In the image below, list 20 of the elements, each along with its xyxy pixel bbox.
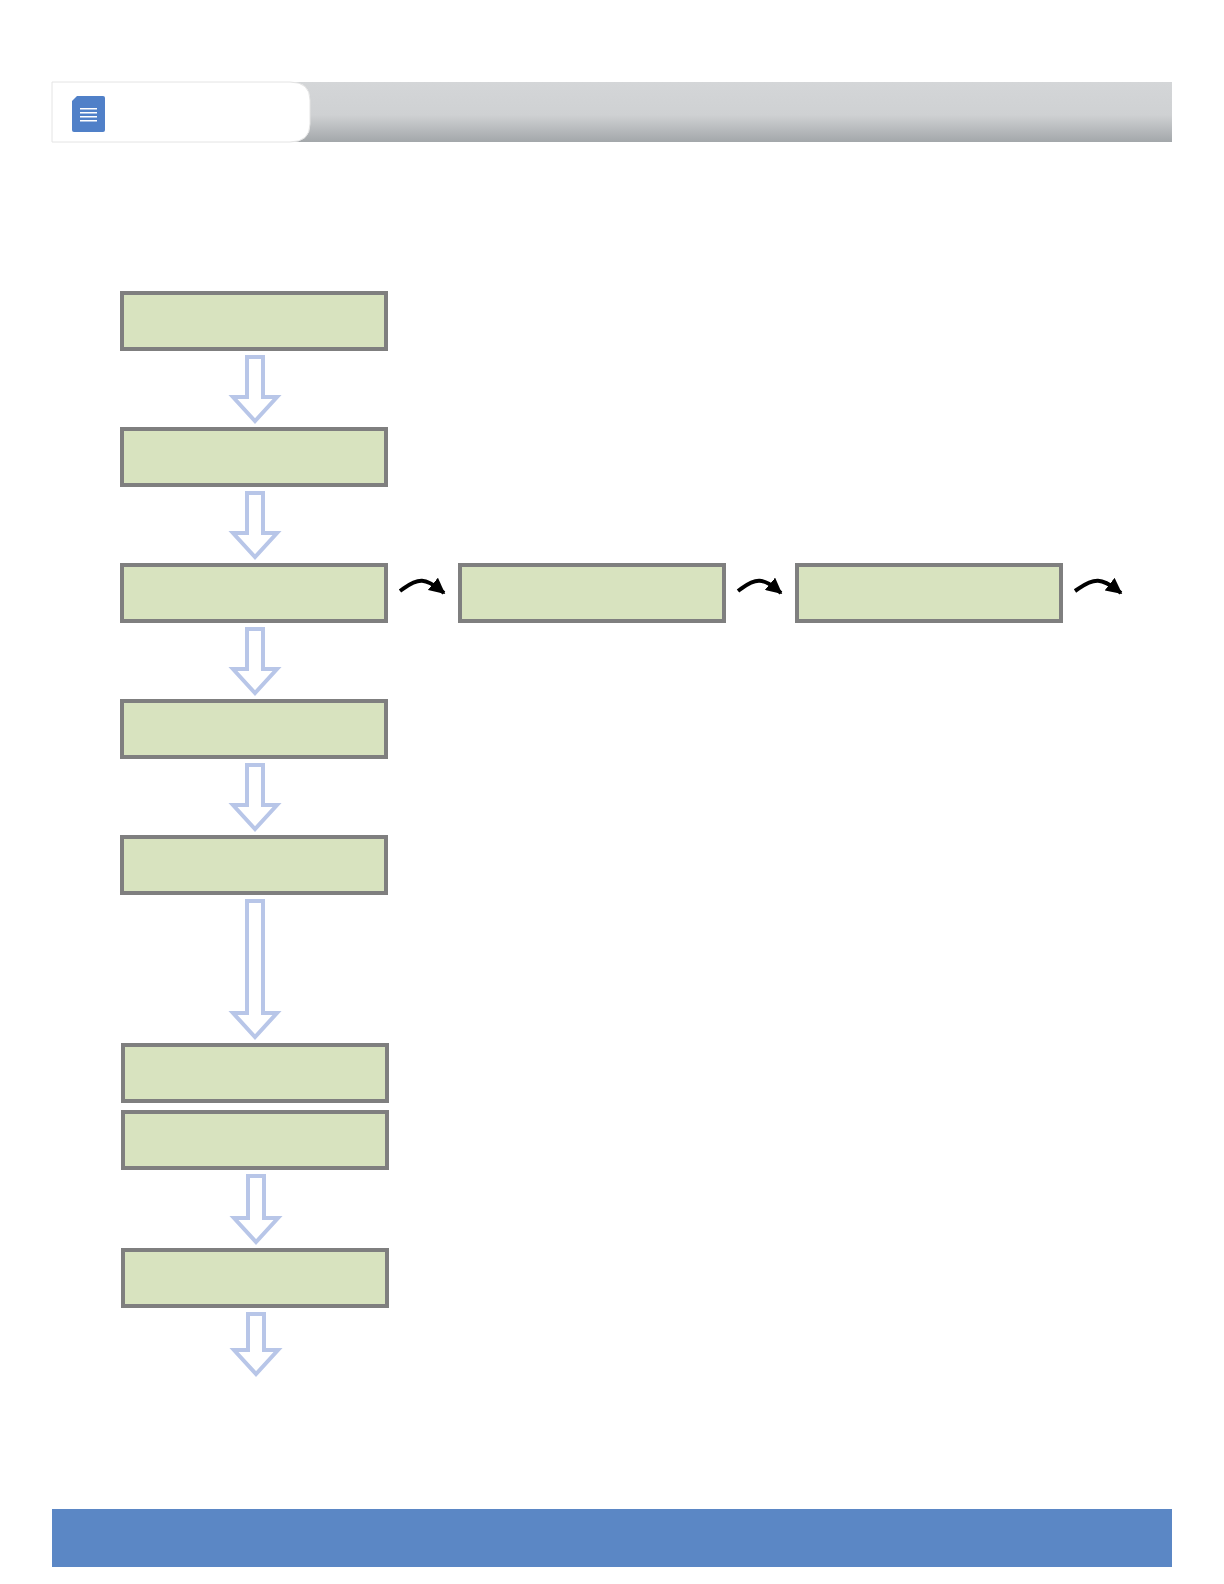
hollow-arrow xyxy=(228,627,282,696)
curved-arrow xyxy=(1073,577,1123,595)
process-box xyxy=(458,563,726,623)
process-box xyxy=(120,699,388,759)
hollow-arrow xyxy=(228,355,282,424)
hollow-arrow xyxy=(229,1312,283,1377)
curved-arrow xyxy=(736,577,783,595)
process-box xyxy=(121,1110,389,1170)
hollow-arrow xyxy=(228,899,282,1040)
hollow-arrow xyxy=(228,763,282,832)
process-box xyxy=(795,563,1063,623)
process-box xyxy=(120,427,388,487)
curved-arrow xyxy=(398,577,446,595)
hollow-arrow xyxy=(229,1174,283,1245)
process-box xyxy=(120,291,388,351)
hollow-arrow xyxy=(228,491,282,560)
process-box xyxy=(120,563,388,623)
process-box xyxy=(121,1248,389,1308)
process-box xyxy=(120,835,388,895)
process-box xyxy=(121,1043,389,1103)
